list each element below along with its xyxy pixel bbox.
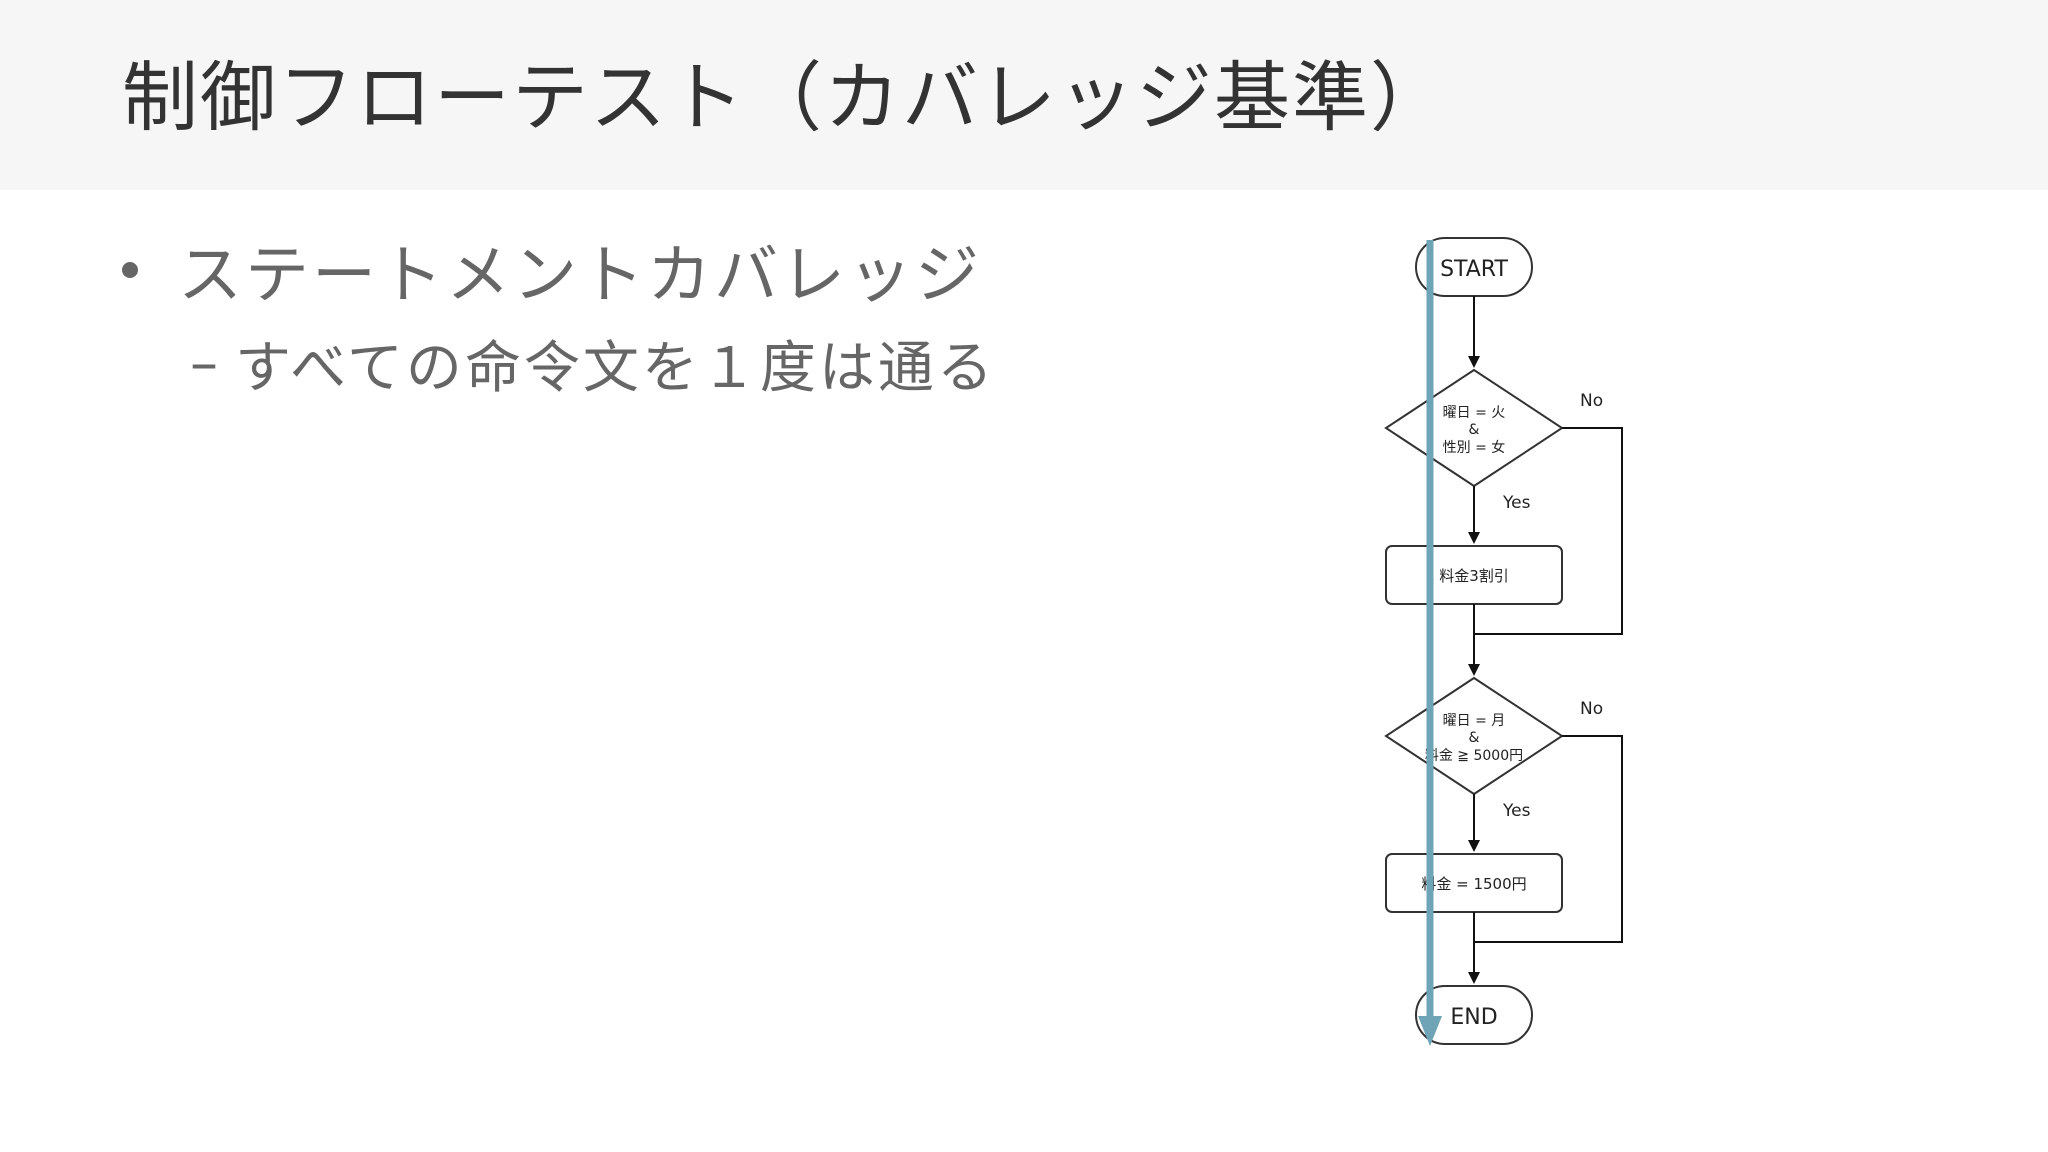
decision1-no-label: No bbox=[1580, 391, 1603, 411]
decision1-yes-label: Yes bbox=[1502, 493, 1531, 513]
bullet-item: ステートメントカバレッジ bbox=[112, 230, 982, 313]
slide-title: 制御フローテスト（カバレッジ基準） bbox=[122, 53, 1448, 142]
slide-content: ステートメントカバレッジ – すべての命令文を１度は通る bbox=[0, 190, 2048, 1152]
sub-bullet-dash: – bbox=[190, 330, 221, 396]
edge-decision2-no bbox=[1474, 735, 1623, 943]
decision2-line2: & bbox=[1469, 730, 1480, 746]
decision1-line2: & bbox=[1469, 422, 1480, 438]
decision2-line3: 料金 ≧ 5000円 bbox=[1425, 748, 1523, 764]
decision1-line1: 曜日 = 火 bbox=[1443, 405, 1506, 421]
sub-bullet-text: すべての命令文を１度は通る bbox=[235, 335, 996, 401]
bullet-dot-icon bbox=[122, 262, 138, 278]
sub-bullet-item: – すべての命令文を１度は通る bbox=[190, 328, 996, 401]
end-terminator bbox=[1415, 985, 1533, 1045]
start-label: START bbox=[1440, 257, 1508, 282]
edge-decision1-no bbox=[1474, 427, 1623, 635]
process2-label: 料金 = 1500円 bbox=[1421, 875, 1526, 893]
execution-path-arrowhead bbox=[1418, 1016, 1442, 1046]
title-bar: 制御フローテスト（カバレッジ基準） bbox=[0, 0, 2048, 190]
process1-label: 料金3割引 bbox=[1439, 567, 1509, 585]
bullet-text: ステートメントカバレッジ bbox=[178, 239, 982, 313]
decision2-line1: 曜日 = 月 bbox=[1443, 713, 1506, 729]
end-label: END bbox=[1450, 1005, 1497, 1030]
decision2-yes-label: Yes bbox=[1502, 801, 1531, 821]
decision1-line3: 性別 = 女 bbox=[1443, 439, 1506, 456]
decision2-no-label: No bbox=[1580, 699, 1603, 719]
